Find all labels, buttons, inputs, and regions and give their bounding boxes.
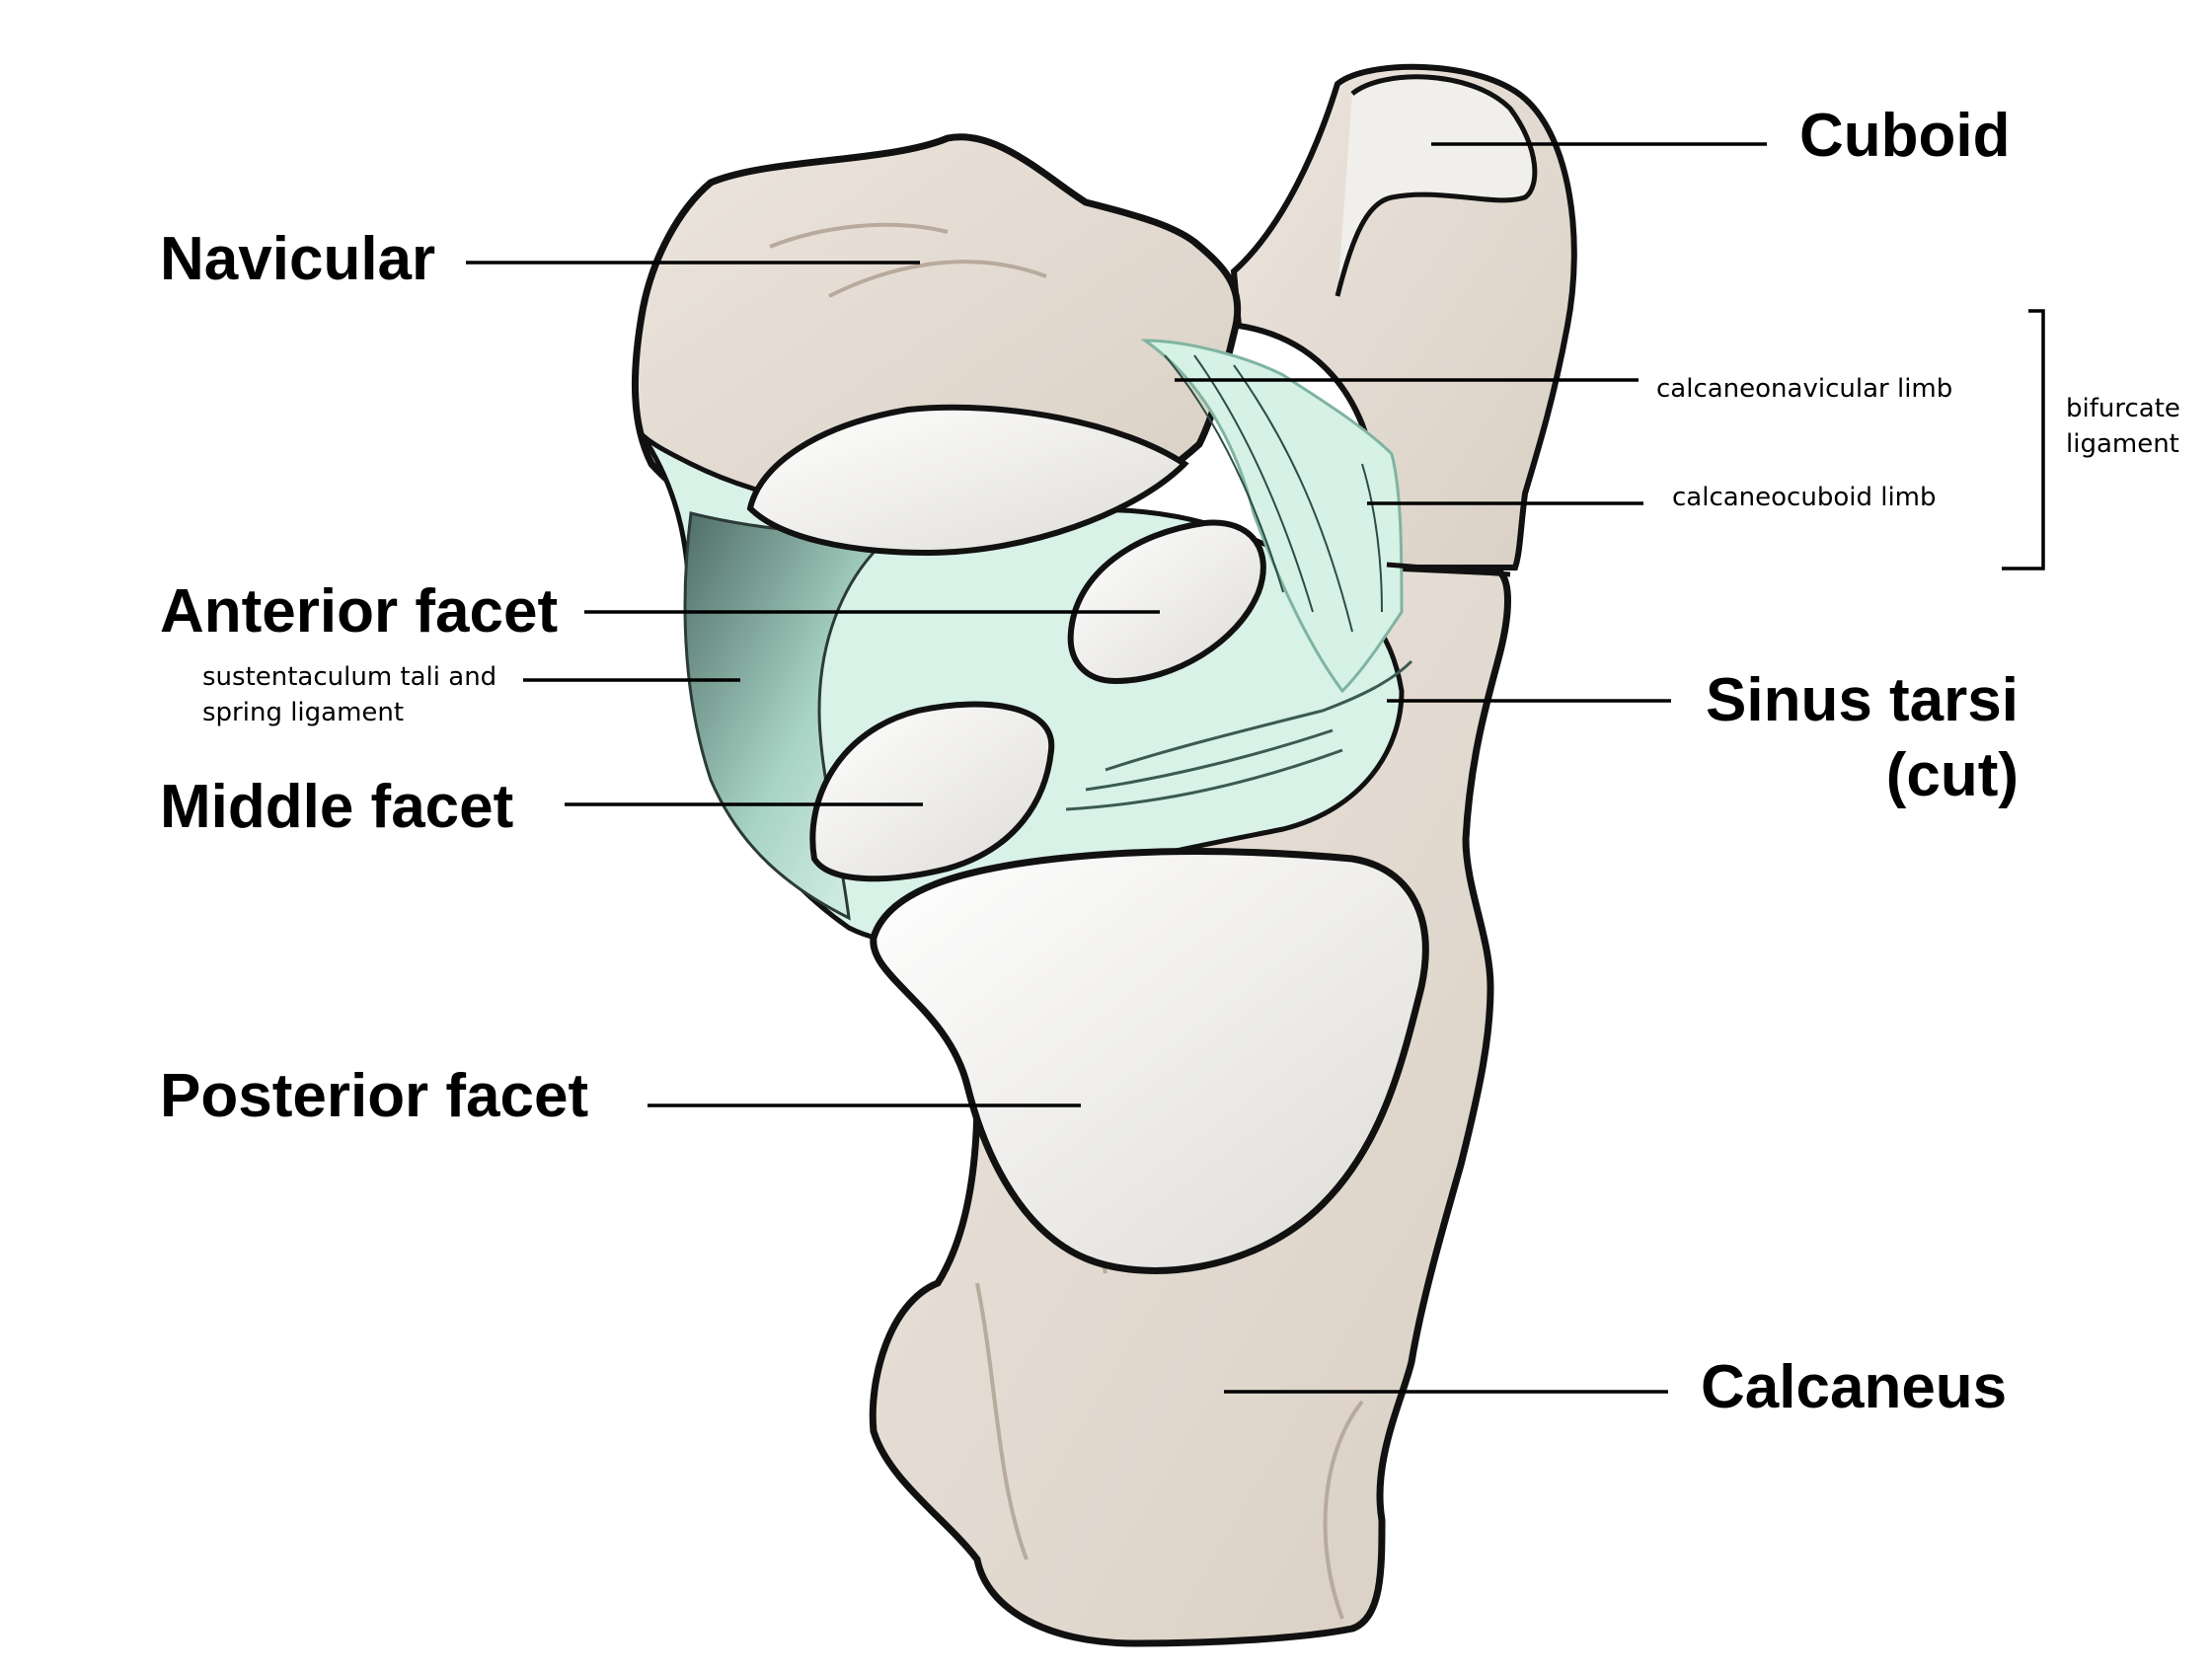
label-sinus-tarsi-line2: (cut): [1885, 741, 2019, 809]
label-middle-facet: Middle facet: [160, 773, 514, 841]
leader-lines: [466, 142, 2045, 1394]
middle-facet: [809, 701, 1055, 882]
label-cuboid: Cuboid: [1799, 102, 2011, 170]
anterior-facet: [1067, 519, 1266, 685]
label-anterior-facet: Anterior facet: [160, 577, 559, 646]
navicular-texture: [769, 222, 1047, 298]
cuboid-articular-rim: [1335, 74, 1538, 297]
label-navicular: Navicular: [160, 225, 436, 293]
label-sinus-tarsi-line1: Sinus tarsi: [1706, 666, 2019, 734]
label-calcaneonavicular-limb: calcaneonavicular limb: [1656, 374, 1953, 404]
label-sustentaculum-line1: sustentaculum tali and: [202, 662, 497, 692]
label-sustentaculum-line2: spring ligament: [202, 698, 405, 727]
posterior-facet: [870, 848, 1429, 1274]
calcaneocuboid-joint-line: [1386, 562, 1511, 577]
label-calcaneocuboid-limb: calcaneocuboid limb: [1672, 483, 1937, 512]
label-bifurcate-line1: bifurcate: [2066, 394, 2180, 423]
label-posterior-facet: Posterior facet: [160, 1062, 589, 1130]
label-bifurcate-line2: ligament: [2066, 429, 2179, 459]
sinus-tarsi-fibers: [1065, 659, 1413, 811]
ligament-fibers: [1164, 354, 1383, 633]
bifurcate-bracket: [2002, 309, 2045, 570]
navicular-facet: [746, 404, 1189, 557]
label-calcaneus: Calcaneus: [1701, 1353, 2008, 1421]
